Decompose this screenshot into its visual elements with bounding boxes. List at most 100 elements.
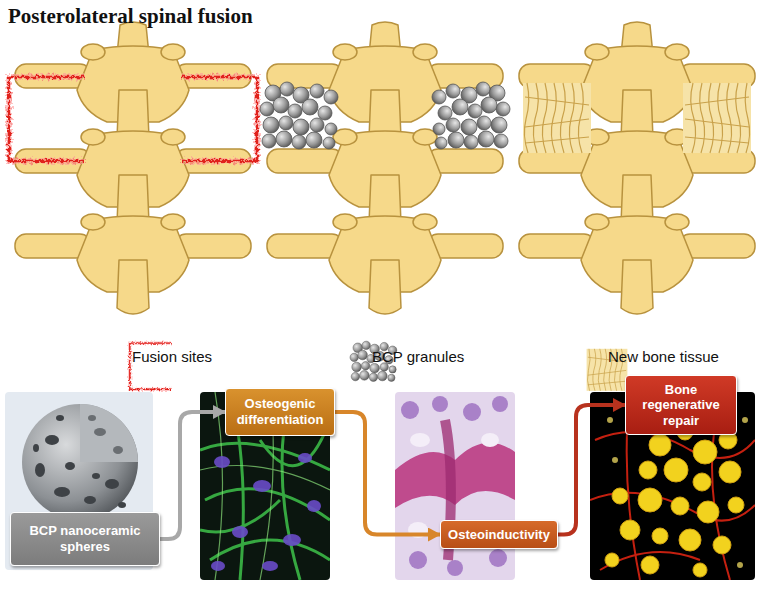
micro-ct-image-part-part-part xyxy=(612,457,618,463)
micro-ct-image-part-part-part xyxy=(641,556,659,574)
spine-new-bone-part xyxy=(523,83,591,153)
process-box: Bone regenerative repair xyxy=(625,375,737,435)
fluorescence-image-part-part-part xyxy=(215,392,223,580)
bcp-sphere-image-part-part-part xyxy=(92,473,100,479)
histology-image xyxy=(395,392,515,580)
micro-ct-image-part-part-part xyxy=(638,488,662,512)
box-label: BCP nanoceramic spheres xyxy=(17,523,153,554)
fluorescence-image-part-part xyxy=(200,392,330,580)
micro-ct-image-part-part-part xyxy=(697,501,719,523)
bcp-sphere-image-part-part-part xyxy=(35,463,45,477)
fluorescence-image-part-part-part xyxy=(232,526,248,538)
micro-ct-image-part-part-part xyxy=(728,497,744,513)
bcp-sphere-image-part-part-part xyxy=(65,462,75,470)
diagram-title: Posterolateral spinal fusion xyxy=(8,4,253,29)
fluorescence-image-part-part xyxy=(200,392,330,580)
bcp-sphere-image-part-part-part xyxy=(88,415,96,421)
spine-bcp-granules-part xyxy=(260,82,338,149)
fluorescence-image-part-part-part xyxy=(211,561,225,571)
bcp-sphere-image-part-part xyxy=(22,404,138,520)
fluorescence-image-part-part-part xyxy=(253,480,271,492)
fluorescence-image-part-part-part xyxy=(205,489,330,520)
micro-ct-image-part-part-part xyxy=(652,528,668,544)
bcp-sphere-image-part-part-part xyxy=(56,415,64,421)
histology-image-part-part-part xyxy=(463,403,481,421)
micro-ct-image-part-part xyxy=(605,424,744,577)
micro-ct-image-part-part-part xyxy=(607,417,613,423)
spine-new-bone-part xyxy=(519,22,755,314)
histology-image-part xyxy=(395,396,515,576)
fluorescence-image-part-part-part xyxy=(210,540,330,560)
bcp-sphere-image-part-part-part xyxy=(84,496,96,504)
fluorescence-image xyxy=(200,392,330,580)
fluorescence-image-part-part-part xyxy=(262,561,278,571)
histology-image-part xyxy=(395,392,515,580)
micro-ct-image-part-part-part xyxy=(664,458,688,482)
micro-ct-image-part-part-part xyxy=(742,417,748,423)
process-box: Osteoinductivity xyxy=(440,520,558,549)
bcp-sphere-image-part-part xyxy=(33,415,126,508)
fluorescence-image-part xyxy=(200,392,330,580)
spine-bcp-granules-part xyxy=(432,82,510,149)
histology-image-part-part-part xyxy=(492,396,508,412)
micro-ct-image-part-part-part xyxy=(671,497,689,515)
spine-fusion-sites xyxy=(9,22,257,314)
fluorescence-image-part-part-part xyxy=(283,534,301,546)
spine-fusion-sites-part xyxy=(9,77,85,161)
fluorescence-image-part-part xyxy=(211,453,321,571)
histology-image-part-part-part xyxy=(481,433,499,447)
histology-image-part-part-part xyxy=(401,401,419,419)
flow-arrow xyxy=(558,405,625,535)
histology-image-part-part-part xyxy=(432,396,448,412)
bcp-sphere-image-part-part-part xyxy=(94,428,106,436)
flow-arrow xyxy=(335,412,440,535)
bcp-sphere-image-part-part-part xyxy=(45,435,59,445)
legend-label: Fusion sites xyxy=(132,348,212,365)
process-box: Osteogenic differentiation xyxy=(225,388,335,436)
spine-fusion-sites-part xyxy=(15,22,251,314)
micro-ct-image-part-part-part xyxy=(649,434,671,456)
box-label: Osteogenic differentiation xyxy=(232,396,328,427)
bcp-sphere-image-part-part-part xyxy=(118,502,126,508)
box-label: Osteoinductivity xyxy=(447,527,551,543)
spine-fusion-sites-part xyxy=(181,77,257,161)
fluorescence-image-part-part-part xyxy=(307,500,321,512)
micro-ct-image-part-part-part xyxy=(612,488,628,504)
micro-ct-image-part-part-part xyxy=(605,553,619,567)
fluorescence-image-part-part-part xyxy=(214,456,230,468)
micro-ct-image-part-part-part xyxy=(693,473,711,491)
bcp-sphere-image-part-part xyxy=(80,404,138,462)
micro-ct-image-part-part-part xyxy=(679,529,701,551)
flow-arrow xyxy=(160,412,225,539)
histology-image-part-part-part xyxy=(489,549,507,567)
histology-image-part-part-part xyxy=(447,560,463,576)
spine-new-bone-part xyxy=(683,83,751,153)
micro-ct-image-part-part-part xyxy=(639,461,657,479)
bcp-sphere-image-part-part xyxy=(88,415,123,454)
spine-bcp-granules-part xyxy=(267,22,503,314)
micro-ct-image-part-part-part xyxy=(595,432,755,458)
micro-ct-image-part-part-part xyxy=(719,461,741,483)
bcp-sphere-image-part-part-part xyxy=(54,487,70,497)
bcp-sphere-image-part-part-part xyxy=(33,444,39,452)
bcp-sphere-image-part xyxy=(22,404,138,520)
legend-label: New bone tissue xyxy=(608,348,719,365)
bcp-sphere-image-part-part-part xyxy=(113,446,123,454)
bcp-sphere-image-part-part-part xyxy=(105,479,119,489)
legend-label: BCP granules xyxy=(372,348,464,365)
micro-ct-image-part-part-part xyxy=(693,440,717,464)
micro-ct-image-part-part-part xyxy=(693,563,707,577)
spine-new-bone xyxy=(519,22,755,314)
fluorescence-image-part xyxy=(200,392,330,580)
micro-ct-image-part-part-part xyxy=(620,520,640,540)
histology-image-part-part-part xyxy=(410,433,430,447)
micro-ct-image-part-part-part xyxy=(737,562,743,568)
box-label: Bone regenerative repair xyxy=(632,382,730,429)
spine-bcp-granules xyxy=(260,22,510,314)
histology-image-part-part-part xyxy=(409,551,427,569)
fluorescence-image-part-part-part xyxy=(298,453,312,463)
process-box: BCP nanoceramic spheres xyxy=(10,512,160,566)
